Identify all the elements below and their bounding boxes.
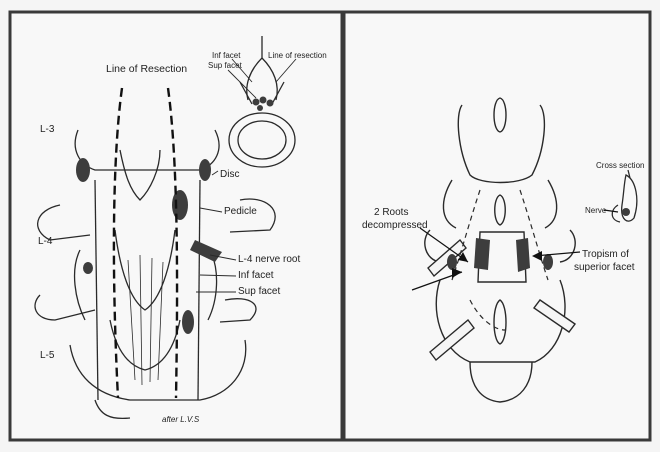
roots-label-line1: 2 Roots	[374, 207, 408, 218]
l4-nerve-root-label: L-4 nerve root	[238, 254, 300, 265]
line-of-resection-small-label: Line of resection	[268, 51, 327, 60]
pedicle-label: Pedicle	[224, 206, 257, 217]
line-of-resection-label: Line of Resection	[106, 63, 187, 75]
tropism-label-line1: Tropism of	[582, 249, 629, 260]
tropism-label-line2: superior facet	[574, 262, 635, 273]
inf-facet-inset-label: Inf facet	[212, 51, 241, 60]
l3-label: L-3	[40, 124, 55, 135]
right-inset-nerve-dot	[622, 208, 630, 216]
sup-facet-label: Sup facet	[238, 286, 280, 297]
roots-label-line2: decompressed	[362, 220, 428, 231]
l4-label: L-4	[38, 236, 53, 247]
sup-facet-inset-label: Sup facet	[208, 61, 243, 70]
artist-signature: after L.V.S	[162, 415, 200, 424]
l5-label: L-5	[40, 350, 55, 361]
nerve-label: Nerve	[585, 206, 607, 215]
disc-label: Disc	[220, 169, 239, 180]
inf-facet-label: Inf facet	[238, 270, 274, 281]
cross-section-label: Cross section	[596, 161, 644, 170]
